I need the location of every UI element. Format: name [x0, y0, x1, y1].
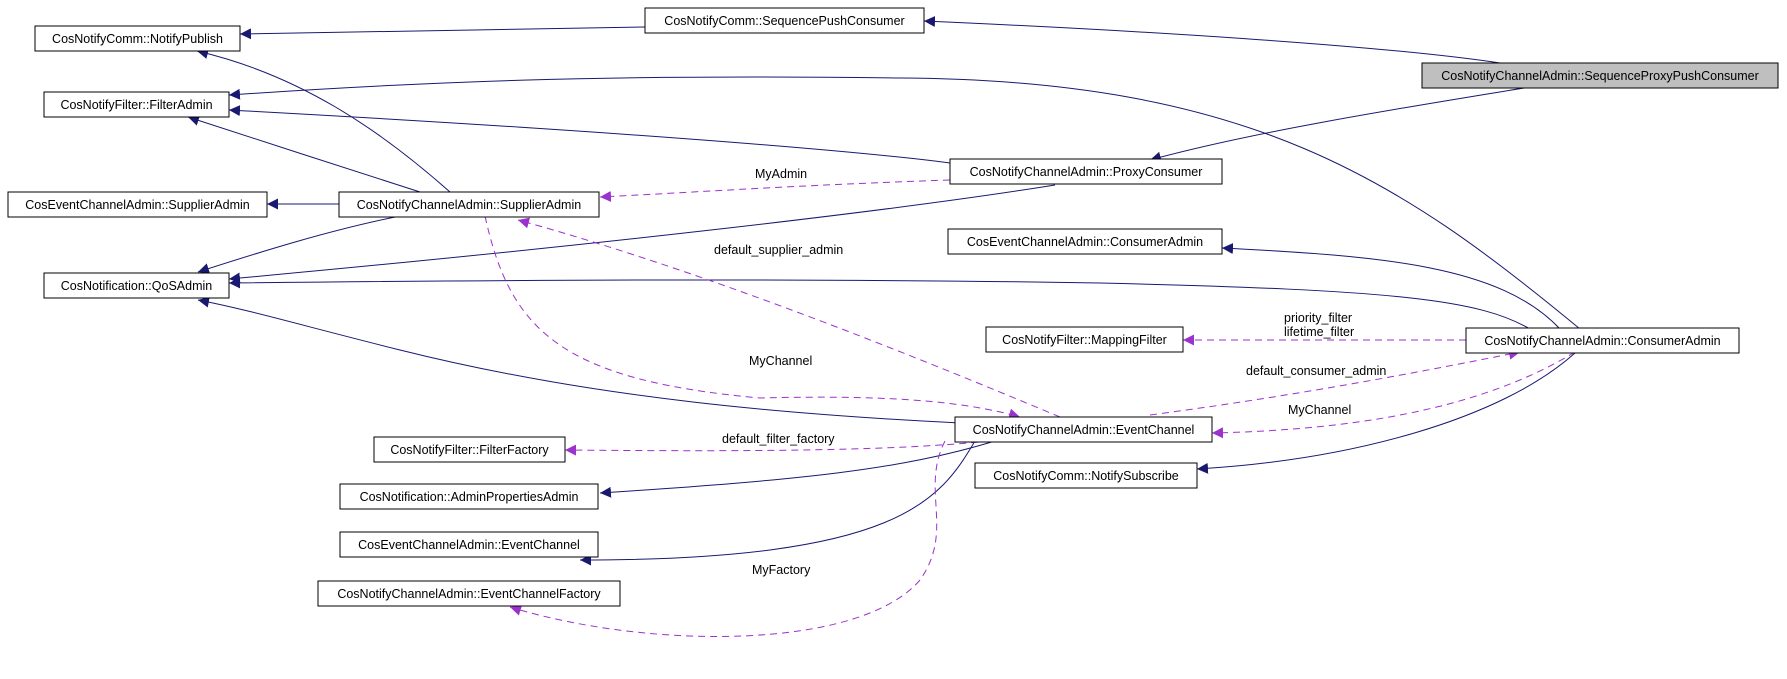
node-mappingfilter[interactable]: CosNotifyFilter::MappingFilter [985, 326, 1184, 353]
node-eventchannelfactory[interactable]: CosNotifyChannelAdmin::EventChannelFacto… [317, 580, 621, 607]
node-label: CosNotifyFilter::FilterAdmin [60, 98, 212, 112]
node-label: CosNotifyChannelAdmin::SupplierAdmin [357, 198, 581, 212]
edge-consumeradmin-to-qosadmin [228, 277, 1531, 330]
nodes: CosNotifyComm::NotifyPublish CosNotifyCo… [7, 7, 1779, 607]
edge-eventchannel-to-adminpropertiesadmin [599, 440, 996, 498]
node-label: CosNotifyChannelAdmin::EventChannel [973, 423, 1195, 437]
edge-eventchannel-myfactory [509, 440, 946, 637]
inheritance-edges [187, 15, 1581, 566]
node-adminpropertiesadmin[interactable]: CosNotification::AdminPropertiesAdmin [339, 483, 599, 510]
label-mychannel-right: MyChannel [1288, 403, 1351, 417]
node-label: CosNotifyFilter::MappingFilter [1002, 333, 1167, 347]
label-default-supplier-admin: default_supplier_admin [714, 243, 843, 257]
edge-eventchannel-to-ec-eventchannel [579, 440, 976, 566]
edge-consumeradmin-to-notifysubscribe [1196, 352, 1576, 474]
label-mychannel-left: MyChannel [749, 354, 812, 368]
label-default-consumer-admin: default_consumer_admin [1246, 364, 1386, 378]
edge-sequenceproxypushconsumer-to-sequencepushconsumer [923, 15, 1501, 64]
node-ec-supplieradmin[interactable]: CosEventChannelAdmin::SupplierAdmin [7, 191, 268, 218]
node-notifysubscribe[interactable]: CosNotifyComm::NotifySubscribe [974, 462, 1198, 489]
edge-consumeradmin-to-ec-consumeradmin [1221, 243, 1561, 330]
edge-consumeradmin-to-filteradmin [228, 76, 1581, 330]
node-qosadmin[interactable]: CosNotification::QoSAdmin [43, 272, 230, 299]
edge-supplieradmin-mychannel [484, 215, 1021, 420]
node-label: CosNotifyFilter::FilterFactory [390, 443, 549, 457]
edge-supplieradmin-to-notifypublish [196, 48, 451, 193]
edge-proxyconsumer-to-qosadmin [228, 184, 1056, 284]
node-consumeradmin[interactable]: CosNotifyChannelAdmin::ConsumerAdmin [1465, 327, 1740, 354]
node-label: CosEventChannelAdmin::ConsumerAdmin [967, 235, 1203, 249]
label-myfactory: MyFactory [752, 563, 811, 577]
node-sequenceproxypushconsumer[interactable]: CosNotifyChannelAdmin::SequenceProxyPush… [1421, 62, 1779, 89]
node-ec-consumeradmin[interactable]: CosEventChannelAdmin::ConsumerAdmin [947, 228, 1223, 255]
usage-edges [484, 179, 1576, 637]
node-label: CosNotifyChannelAdmin::ProxyConsumer [970, 165, 1203, 179]
edge-supplieradmin-to-qosadmin [197, 215, 401, 274]
edge-supplieradmin-to-filteradmin [187, 115, 421, 193]
node-label: CosNotifyChannelAdmin::EventChannelFacto… [337, 587, 601, 601]
node-label: CosEventChannelAdmin::EventChannel [358, 538, 580, 552]
node-label: CosNotifyComm::NotifySubscribe [993, 469, 1179, 483]
node-proxyconsumer[interactable]: CosNotifyChannelAdmin::ProxyConsumer [949, 158, 1223, 185]
node-notifypublish[interactable]: CosNotifyComm::NotifyPublish [34, 25, 241, 52]
node-eventchannel[interactable]: CosNotifyChannelAdmin::EventChannel [954, 416, 1213, 443]
node-label: CosNotifyChannelAdmin::ConsumerAdmin [1484, 334, 1720, 348]
edge-proxyconsumer-to-filteradmin [228, 105, 951, 164]
edge-proxyconsumer-myadmin [599, 179, 951, 202]
node-supplieradmin[interactable]: CosNotifyChannelAdmin::SupplierAdmin [338, 191, 600, 218]
node-label: CosNotifyChannelAdmin::SequenceProxyPush… [1441, 69, 1759, 83]
edge-eventchannel-to-qosadmin [197, 296, 961, 424]
edge-labels: MyAdmin default_supplier_admin priority_… [714, 167, 1386, 577]
node-label: CosNotification::QoSAdmin [61, 279, 213, 293]
label-default-filter-factory: default_filter_factory [722, 432, 835, 446]
node-ec-eventchannel[interactable]: CosEventChannelAdmin::EventChannel [339, 531, 599, 558]
node-label: CosNotifyComm::SequencePushConsumer [664, 14, 904, 28]
edge-sequenceproxypushconsumer-to-proxyconsumer [1149, 86, 1531, 163]
node-filteradmin[interactable]: CosNotifyFilter::FilterAdmin [43, 91, 230, 118]
label-lifetime-filter: lifetime_filter [1284, 325, 1354, 339]
node-sequencepushconsumer[interactable]: CosNotifyComm::SequencePushConsumer [644, 7, 925, 34]
edge-eventchannel-default-filter-factory [564, 440, 991, 456]
node-label: CosNotification::AdminPropertiesAdmin [360, 490, 579, 504]
edge-sequencepushconsumer-to-notifypublish [239, 26, 646, 40]
node-label: CosEventChannelAdmin::SupplierAdmin [25, 198, 249, 212]
node-label: CosNotifyComm::NotifyPublish [52, 32, 223, 46]
edge-eventchannel-default-supplier-admin [517, 217, 1061, 418]
node-filterfactory[interactable]: CosNotifyFilter::FilterFactory [373, 436, 566, 463]
edge-eventchannel-default-consumer-admin [1149, 348, 1521, 416]
label-myadmin: MyAdmin [755, 167, 807, 181]
label-priority-filter: priority_filter [1284, 311, 1352, 325]
